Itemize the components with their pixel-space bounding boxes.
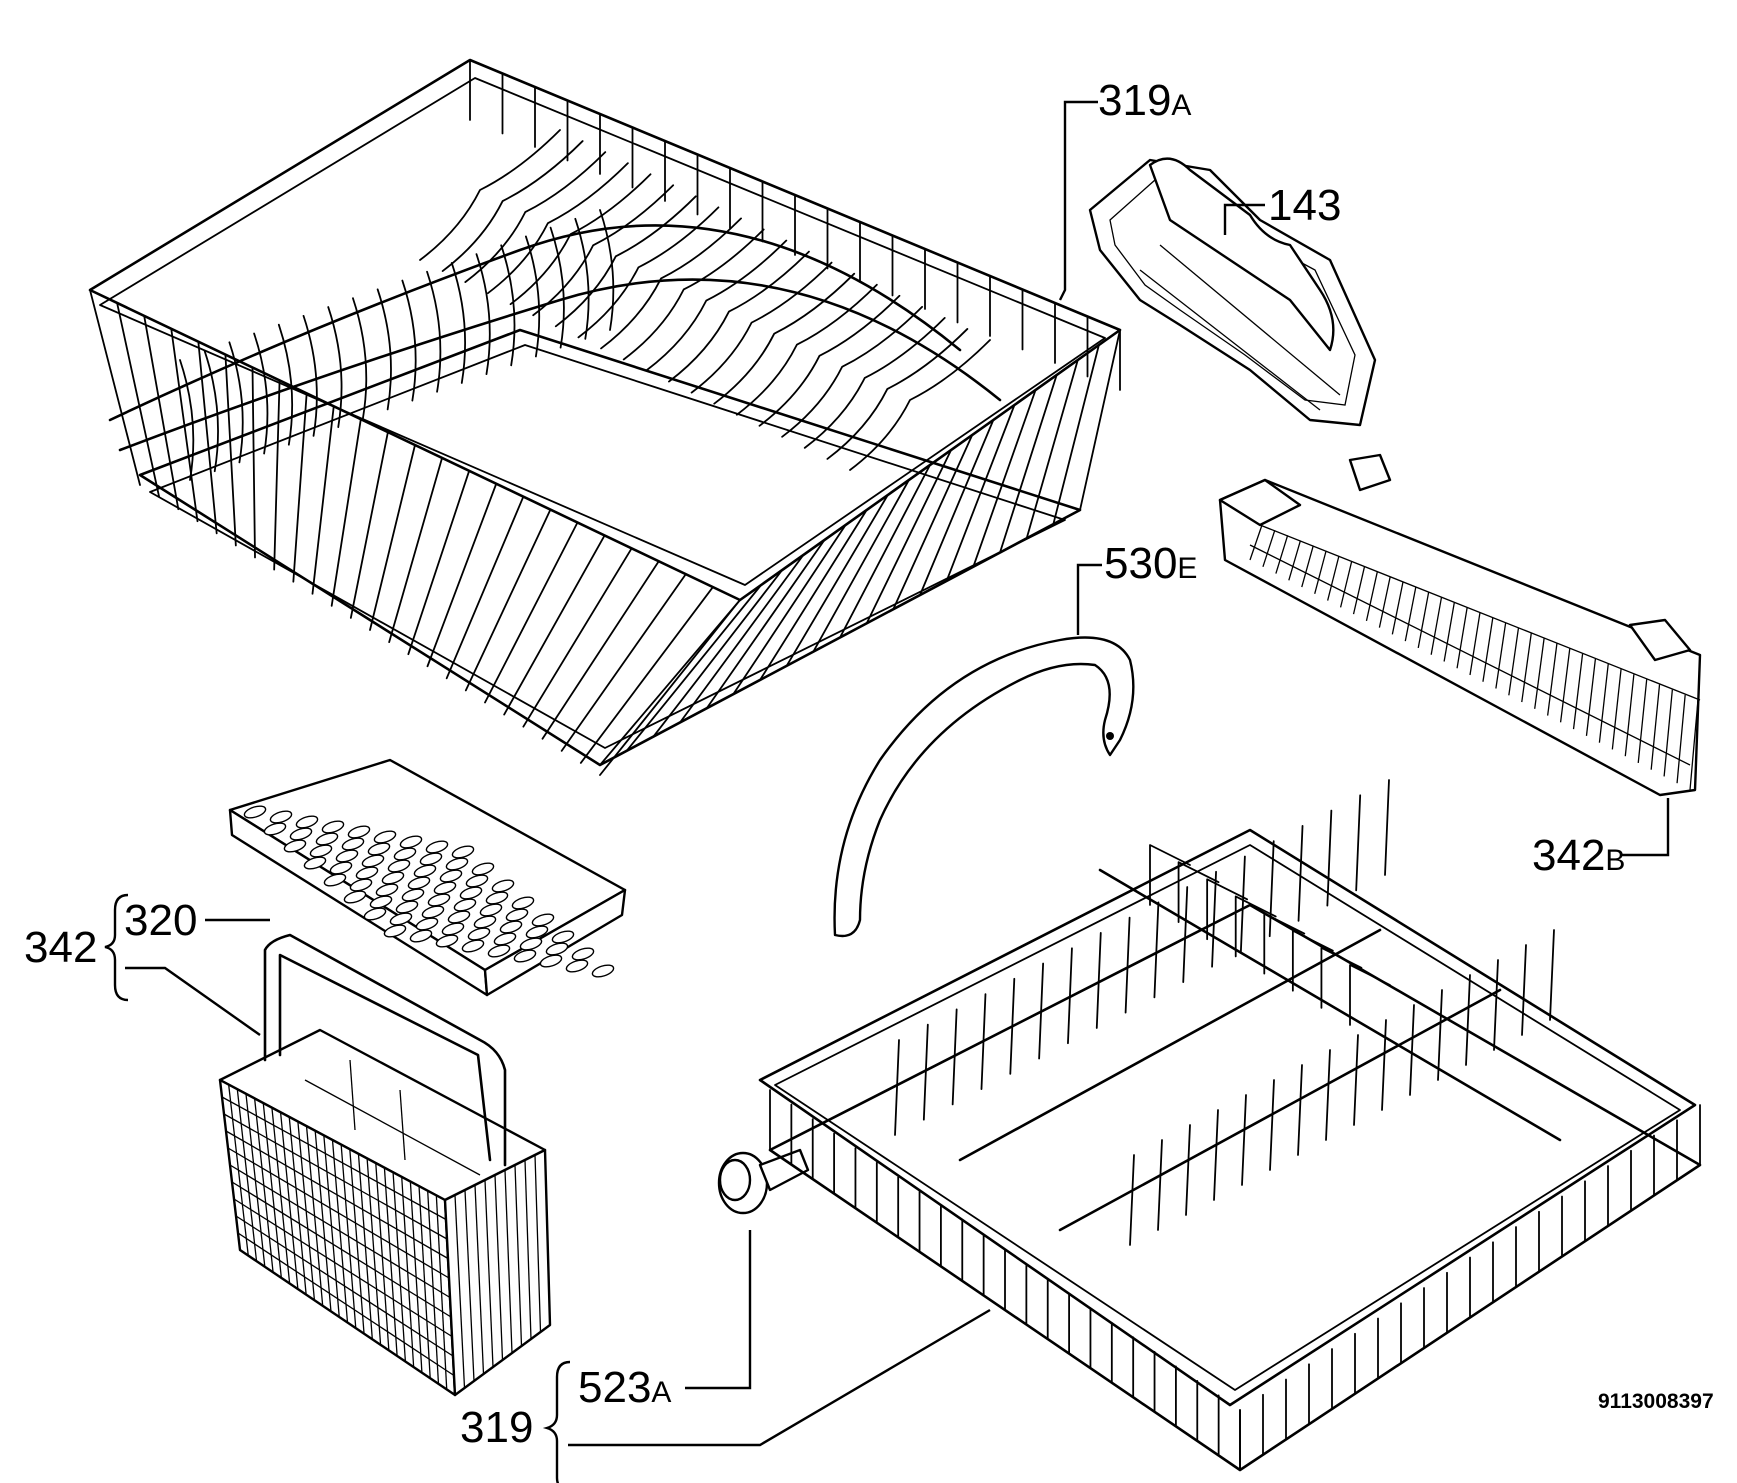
- cutlery-cover-320-drawing: [228, 758, 627, 997]
- svg-text:143: 143: [1268, 181, 1341, 230]
- svg-text:342: 342: [24, 923, 97, 972]
- svg-text:342B: 342B: [1532, 831, 1625, 880]
- callout-319a: 319A: [1098, 76, 1191, 125]
- svg-text:523A: 523A: [578, 1363, 671, 1412]
- wheel-523a-drawing: [717, 1148, 810, 1215]
- callout-319: 319: [460, 1403, 533, 1452]
- leader-lines: [104, 100, 1670, 1483]
- svg-text:319A: 319A: [1098, 76, 1191, 125]
- cutlery-basket-342-drawing: [218, 933, 552, 1397]
- callout-320: 320: [124, 896, 197, 945]
- handle-530e-drawing: [833, 636, 1135, 938]
- svg-text:320: 320: [124, 896, 197, 945]
- callout-143: 143: [1268, 181, 1341, 230]
- callout-342: 342: [24, 923, 97, 972]
- drawing-code: 9113008397: [1598, 1390, 1714, 1413]
- svg-text:319: 319: [460, 1403, 533, 1452]
- callout-530e: 530E: [1104, 539, 1197, 588]
- callout-523a: 523A: [578, 1363, 671, 1412]
- lower-basket-drawing: [758, 779, 1702, 1472]
- svg-text:9113008397: 9113008397: [1598, 1390, 1714, 1413]
- cutlery-tray-342b-drawing: [1218, 453, 1702, 797]
- upper-basket-drawing: [88, 58, 1122, 776]
- callout-342b: 342B: [1532, 831, 1625, 880]
- cup-rack-143-drawing: [1088, 157, 1377, 427]
- svg-text:530E: 530E: [1104, 539, 1197, 588]
